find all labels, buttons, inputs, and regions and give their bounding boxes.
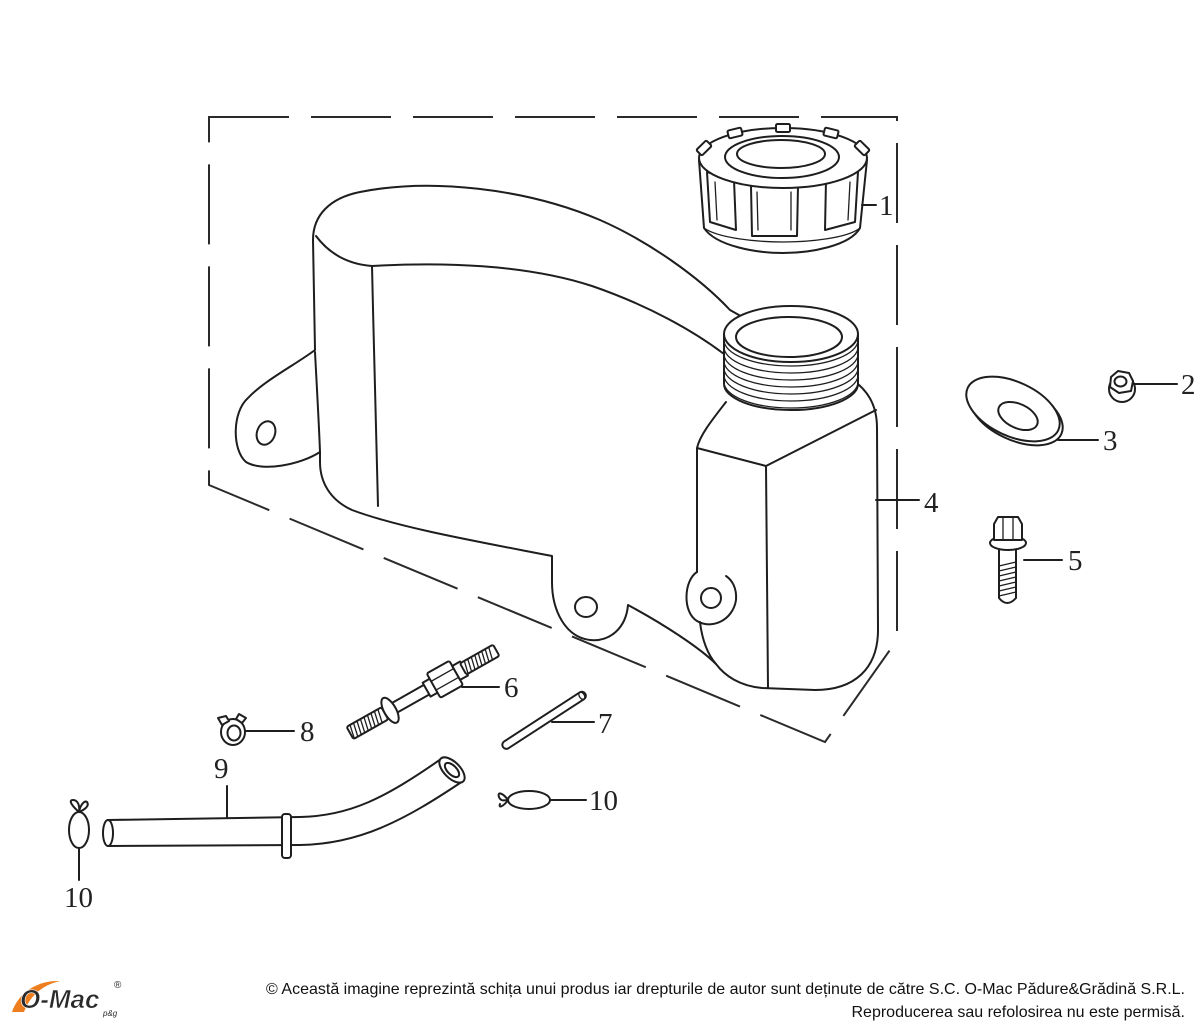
- fuel-tank-exploded-diagram: 1 2 3 4 5 6 7 8 9 10 10: [64, 116, 1196, 914]
- fuel-tank: [234, 184, 879, 691]
- cap-rim-lug: [726, 126, 744, 140]
- stud-lower-thread-lines: [349, 708, 383, 740]
- fuel-outlet-stud: [346, 644, 500, 740]
- bolt-threads: [998, 561, 1017, 597]
- tank-top-edge: [315, 235, 725, 355]
- callout-label-1: 1: [879, 190, 894, 222]
- bottom-mount-hole: [574, 596, 598, 618]
- flange-bolt: [989, 516, 1027, 604]
- clamp-ears: [217, 713, 247, 726]
- tank-face-edge: [371, 265, 379, 507]
- logo-suffix: p&g: [102, 1009, 118, 1018]
- pin-end: [578, 691, 586, 701]
- cap-bottom-rim: [703, 227, 861, 243]
- ear-mount-hole: [255, 420, 277, 446]
- hose-clamp: [217, 713, 247, 746]
- flange-nut: [1108, 370, 1136, 403]
- omac-logo: O-Mac ® p&g: [12, 980, 122, 1018]
- neck-threads: [723, 339, 859, 409]
- cap-rim-lug: [775, 123, 791, 133]
- callout-label-10-left: 10: [64, 882, 93, 914]
- clip-twist: [497, 792, 509, 808]
- stud-nut-faces: [430, 667, 460, 691]
- bolt-head-faces: [1002, 517, 1014, 541]
- reproduction-notice: Reproducerea sau refolosirea nu este per…: [851, 1004, 1185, 1021]
- callout-label-3: 3: [1103, 425, 1118, 457]
- stud-flange: [380, 696, 400, 724]
- cap-rim-lug: [695, 139, 713, 157]
- callout-label-8: 8: [300, 716, 315, 748]
- tank-outline: [234, 184, 879, 691]
- callout-label-4: 4: [924, 487, 939, 519]
- leader-lines: [78, 204, 1178, 881]
- hose-band: [281, 813, 292, 859]
- copyright-notice: © Această imagine reprezintă schița unui…: [140, 978, 1185, 1024]
- cap-rim-lug: [853, 139, 871, 157]
- neck-opening: [735, 316, 843, 358]
- clip-loop: [507, 790, 551, 810]
- fuel-cap: [695, 123, 871, 254]
- callout-label-9: 9: [214, 753, 229, 785]
- pin-body: [501, 690, 587, 750]
- washer-hole: [997, 400, 1039, 432]
- callout-label-6: 6: [504, 672, 519, 704]
- bolt-head: [993, 516, 1023, 541]
- clamp-inner: [226, 724, 242, 742]
- logo-swoosh: [12, 980, 60, 1012]
- chamber-edges: [696, 401, 877, 689]
- pin: [501, 690, 587, 750]
- filler-neck: [723, 305, 859, 411]
- side-mount-hole: [700, 587, 722, 609]
- logo-registered-mark: ®: [114, 980, 122, 991]
- assembly-boundary: [208, 116, 898, 744]
- hose-clip-right: [497, 790, 551, 810]
- callout-labels: 1 2 3 4 5 6 7 8 9 10 10: [64, 190, 1196, 914]
- hose-end-lower: [102, 819, 114, 847]
- cap-rim-lug: [822, 126, 840, 140]
- tank-ear-joint: [314, 351, 321, 453]
- clip-loop: [68, 811, 90, 849]
- callout-label-7: 7: [598, 708, 613, 740]
- callout-label-5: 5: [1068, 545, 1083, 577]
- stud-upper-thread-lines: [463, 646, 494, 675]
- clip-twist: [69, 799, 89, 813]
- logo-wordmark: O-Mac: [20, 984, 100, 1014]
- nut-hole: [1113, 375, 1128, 388]
- side-mount-lug: [685, 571, 738, 626]
- washer: [965, 375, 1064, 447]
- fuel-hose: [102, 756, 466, 859]
- copyright-line: © Această imagine reprezintă schița unui…: [266, 981, 1185, 998]
- cap-grip-detail: [714, 181, 851, 231]
- callout-label-10-right: 10: [589, 785, 618, 817]
- hose-bore: [443, 761, 461, 779]
- chamber-bottom-step: [699, 621, 717, 665]
- callout-label-2: 2: [1181, 369, 1196, 401]
- cap-center: [736, 139, 826, 169]
- hose-clip-left: [68, 799, 90, 849]
